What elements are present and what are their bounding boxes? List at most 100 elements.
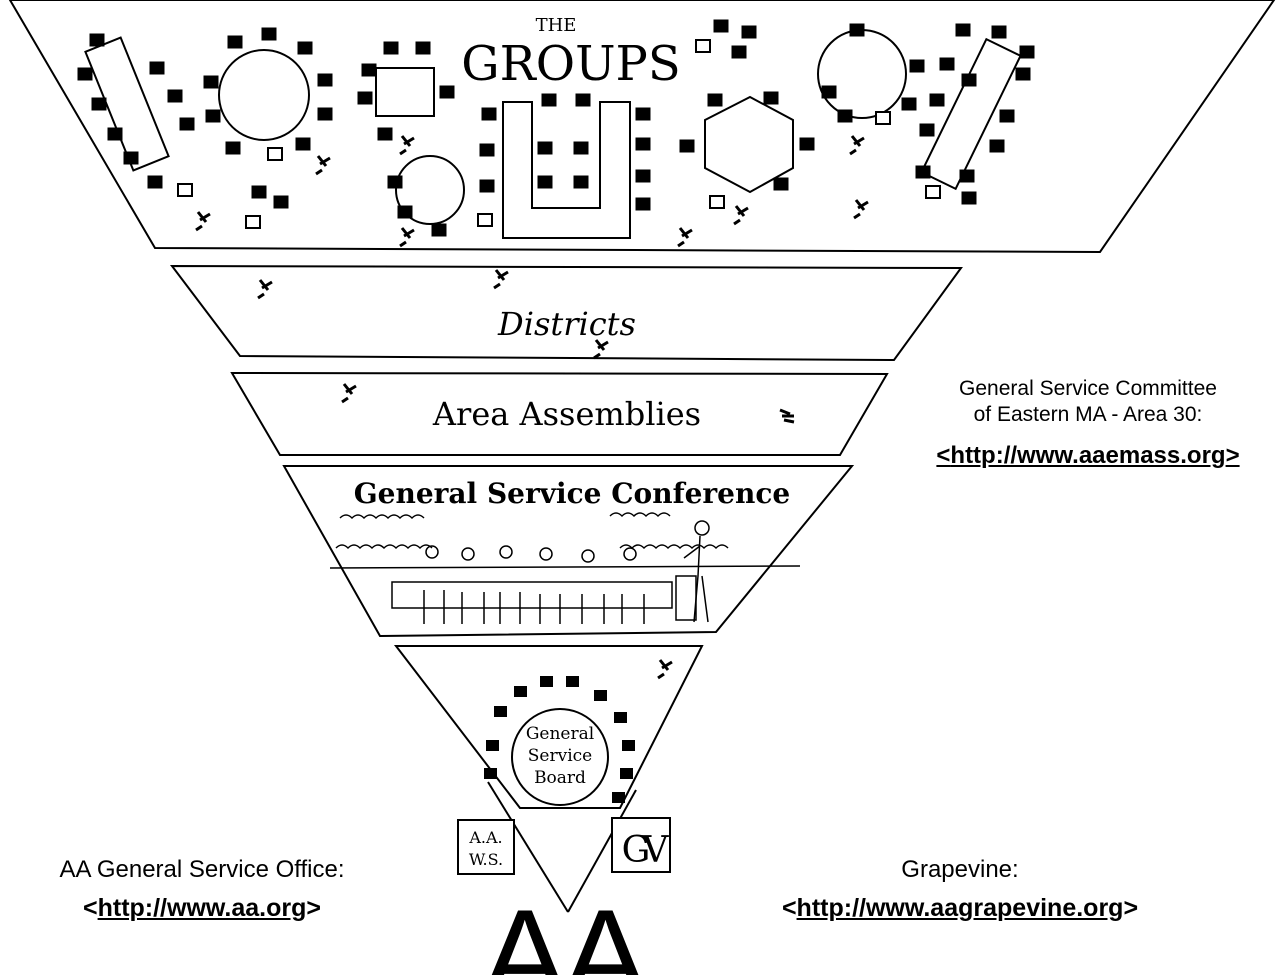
walker	[593, 339, 609, 360]
gso-url-close: >	[306, 894, 321, 922]
chair	[635, 137, 651, 151]
walker	[733, 205, 749, 226]
chair	[901, 97, 917, 111]
walker	[849, 135, 865, 156]
chair	[909, 59, 925, 73]
chair	[763, 91, 779, 105]
gso-url-open: <	[82, 894, 98, 922]
chair	[486, 740, 499, 751]
chair	[1015, 67, 1031, 81]
grapevine-link[interactable]: http://www.aagrapevine.org	[796, 894, 1124, 922]
speaker-head	[694, 520, 710, 536]
chair	[123, 151, 139, 165]
gso-label: AA General Service Office:	[59, 856, 345, 883]
chair	[961, 73, 977, 87]
chair	[635, 197, 651, 211]
chair	[635, 169, 651, 183]
chair	[929, 93, 945, 107]
chair	[837, 109, 853, 123]
chair	[541, 93, 557, 107]
stage-line	[329, 565, 801, 569]
districts-tier	[169, 264, 963, 362]
chair	[317, 107, 333, 121]
chair	[387, 175, 403, 189]
chair	[614, 712, 627, 723]
square-table	[375, 67, 435, 117]
grapevine-url-line: <http://www.aagrapevine.org>	[720, 894, 1200, 923]
grapevine-link-block: Grapevine: <http://www.aagrapevine.org>	[720, 856, 1200, 923]
gso-link[interactable]: http://www.aa.org	[97, 894, 307, 922]
chair	[540, 676, 553, 687]
chair	[484, 768, 497, 779]
chair	[361, 63, 377, 77]
person-head	[623, 547, 637, 561]
conference-scene	[329, 512, 801, 624]
area30-link[interactable]: http://www.aaemass.org	[950, 442, 1226, 469]
person-head	[499, 545, 513, 559]
audience-row	[335, 544, 433, 550]
audience-row	[619, 544, 729, 550]
chair	[227, 35, 243, 49]
chair	[295, 137, 311, 151]
grapevine-label: Grapevine:	[901, 856, 1019, 883]
chair	[925, 185, 941, 199]
chair	[875, 111, 891, 125]
chair	[1019, 45, 1035, 59]
area30-url-open: <	[936, 442, 951, 469]
walker	[493, 269, 509, 290]
chair	[77, 67, 93, 81]
chair	[477, 213, 493, 227]
chair	[357, 91, 373, 105]
long-table-right	[920, 37, 1022, 191]
chair	[707, 93, 723, 107]
chair	[89, 33, 105, 47]
aaws-box	[457, 819, 515, 875]
group-tables	[84, 29, 1022, 239]
chair	[612, 792, 625, 803]
gso-url-line: <http://www.aa.org>	[0, 894, 404, 923]
districts-label: Districts	[497, 305, 636, 343]
chair	[177, 183, 193, 197]
area30-link-block: General Service Committee of Eastern MA …	[900, 376, 1276, 470]
group-members	[77, 19, 1035, 237]
chair	[959, 169, 975, 183]
chair	[695, 39, 711, 53]
u-table	[502, 101, 631, 239]
board-label-line1: General	[526, 724, 594, 744]
walker	[341, 383, 357, 404]
board-members	[484, 676, 635, 803]
area30-url-close: >	[1225, 442, 1240, 469]
chair	[149, 61, 165, 75]
chair	[439, 85, 455, 99]
walking-figures	[195, 135, 869, 248]
chair	[575, 93, 591, 107]
chair	[961, 191, 977, 205]
chair	[821, 85, 837, 99]
chair	[225, 141, 241, 155]
board-label-line2: Service	[528, 746, 592, 766]
walker	[399, 227, 415, 248]
audience-row	[609, 512, 671, 518]
round-table-left	[218, 49, 310, 141]
person-head	[461, 547, 475, 561]
conference-label: General Service Conference	[354, 477, 790, 510]
chair	[741, 25, 757, 39]
chair	[955, 23, 971, 37]
assembly-figures	[341, 383, 795, 424]
grapevine-url-open: <	[781, 894, 797, 922]
groups-title-small: THE	[536, 15, 577, 36]
chair	[91, 97, 107, 111]
grapevine-url-close: >	[1123, 894, 1139, 922]
chair	[273, 195, 289, 209]
aa-logo: AA	[481, 882, 649, 975]
chair	[167, 89, 183, 103]
chair	[261, 27, 277, 41]
chair	[989, 139, 1005, 153]
aaws-line1: A.A.	[468, 828, 502, 847]
chair	[431, 223, 447, 237]
head-table	[391, 581, 673, 609]
round-table-right	[817, 29, 907, 119]
chair	[479, 143, 495, 157]
walker	[257, 279, 273, 300]
